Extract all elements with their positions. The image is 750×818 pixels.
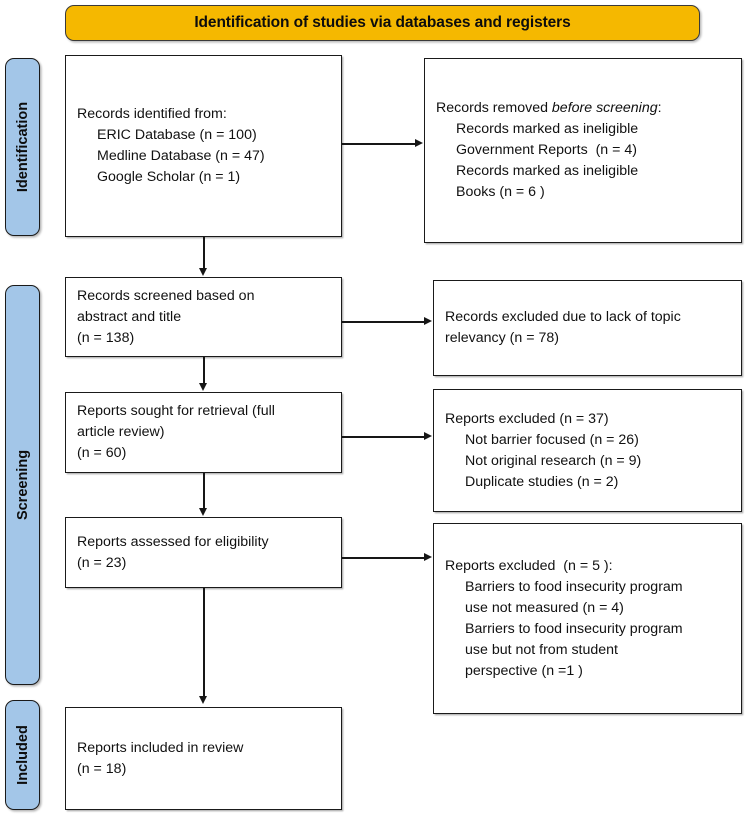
box-line: Reports assessed for eligibility	[77, 533, 269, 550]
box-line: Barriers to food insecurity program	[465, 620, 683, 637]
box-reports-excluded-5: Reports excluded (n = 5 ): Barriers to f…	[433, 523, 742, 714]
box-line: Medline Database (n = 47)	[97, 148, 265, 164]
diagram-title: Identification of studies via databases …	[194, 14, 571, 31]
box-records-screened: Records screened based on abstract and t…	[65, 277, 342, 357]
box-records-identified: Records identified from: ERIC Database (…	[65, 55, 342, 237]
box-line: Records excluded due to lack of topic	[445, 309, 681, 325]
box-line: Records marked as ineligible	[456, 121, 639, 137]
box-line: Google Scholar (n = 1)	[97, 169, 241, 185]
connector-sought-to-assessed	[203, 473, 205, 510]
box-line: relevancy (n = 78)	[445, 330, 559, 346]
box-line-italic-host: Records removed before screening:	[436, 98, 733, 119]
box-line: Duplicate studies (n = 2)	[465, 473, 619, 490]
box-records-excluded-topic: Records excluded due to lack of topic re…	[433, 280, 742, 376]
box-line-emphasis: before screening	[551, 100, 658, 116]
box-line: Barriers to food insecurity program	[465, 578, 683, 595]
box-line: use not measured (n = 4)	[465, 599, 624, 616]
arrowhead-identified-to-screened	[199, 268, 207, 276]
stage-pill-screening: Screening	[5, 285, 40, 685]
diagram-title-banner: Identification of studies via databases …	[65, 5, 700, 41]
box-line: (n = 18)	[77, 760, 127, 777]
connector-identified-to-screened	[203, 237, 205, 270]
connector-assessed-to-excluded5	[342, 557, 425, 559]
arrowhead-assessed-to-excluded5	[424, 553, 432, 561]
stage-label-included: Included	[14, 725, 31, 785]
box-line: Records marked as ineligible	[456, 163, 639, 179]
box-line: Reports sought for retrieval (full	[77, 403, 275, 419]
box-line: Not original research (n = 9)	[465, 452, 642, 469]
box-line: Not barrier focused (n = 26)	[465, 431, 639, 448]
arrowhead-sought-to-assessed	[199, 508, 207, 516]
box-line: (n = 23)	[77, 554, 127, 571]
box-records-removed-before-screening: Records removed before screening: Record…	[424, 58, 742, 243]
box-line: article review)	[77, 424, 165, 440]
stage-pill-included: Included	[5, 700, 40, 810]
box-line: perspective (n =1 )	[465, 662, 583, 679]
box-line: Reports excluded (n = 37)	[445, 410, 609, 427]
box-reports-assessed-eligibility: Reports assessed for eligibility (n = 23…	[65, 517, 342, 588]
box-line: Reports included in review	[77, 739, 244, 756]
box-reports-sought-retrieval: Reports sought for retrieval (full artic…	[65, 392, 342, 473]
arrowhead-sought-to-excluded37	[424, 432, 432, 440]
box-line: (n = 60)	[77, 445, 127, 461]
connector-sought-to-excluded37	[342, 436, 425, 438]
connector-assessed-to-included	[203, 588, 205, 698]
box-line: ERIC Database (n = 100)	[97, 127, 257, 143]
connector-screened-to-sought	[203, 357, 205, 385]
connector-screened-to-excluded	[342, 321, 425, 323]
box-line: abstract and title	[77, 308, 182, 325]
connector-identified-to-removed	[342, 143, 416, 145]
box-line-suffix: :	[657, 100, 662, 116]
arrowhead-assessed-to-included	[199, 696, 207, 704]
box-line: Records identified from:	[77, 106, 227, 122]
arrowhead-screened-to-sought	[199, 383, 207, 391]
box-line: (n = 138)	[77, 329, 135, 346]
box-line: use but not from student	[465, 641, 619, 658]
stage-pill-identification: Identification	[5, 58, 40, 236]
box-reports-included-review: Reports included in review (n = 18)	[65, 707, 342, 810]
arrowhead-screened-to-excluded	[424, 317, 432, 325]
box-line: Reports excluded (n = 5 ):	[445, 557, 613, 574]
box-line: Records screened based on	[77, 287, 255, 304]
arrowhead-identified-to-removed	[415, 139, 423, 147]
box-line-prefix: Records removed	[436, 100, 552, 116]
box-reports-excluded-37: Reports excluded (n = 37) Not barrier fo…	[433, 389, 742, 512]
box-line: Books (n = 6 )	[456, 184, 545, 200]
stage-label-identification: Identification	[14, 101, 31, 193]
stage-label-screening: Screening	[14, 449, 31, 521]
box-line: Government Reports (n = 4)	[456, 142, 637, 158]
